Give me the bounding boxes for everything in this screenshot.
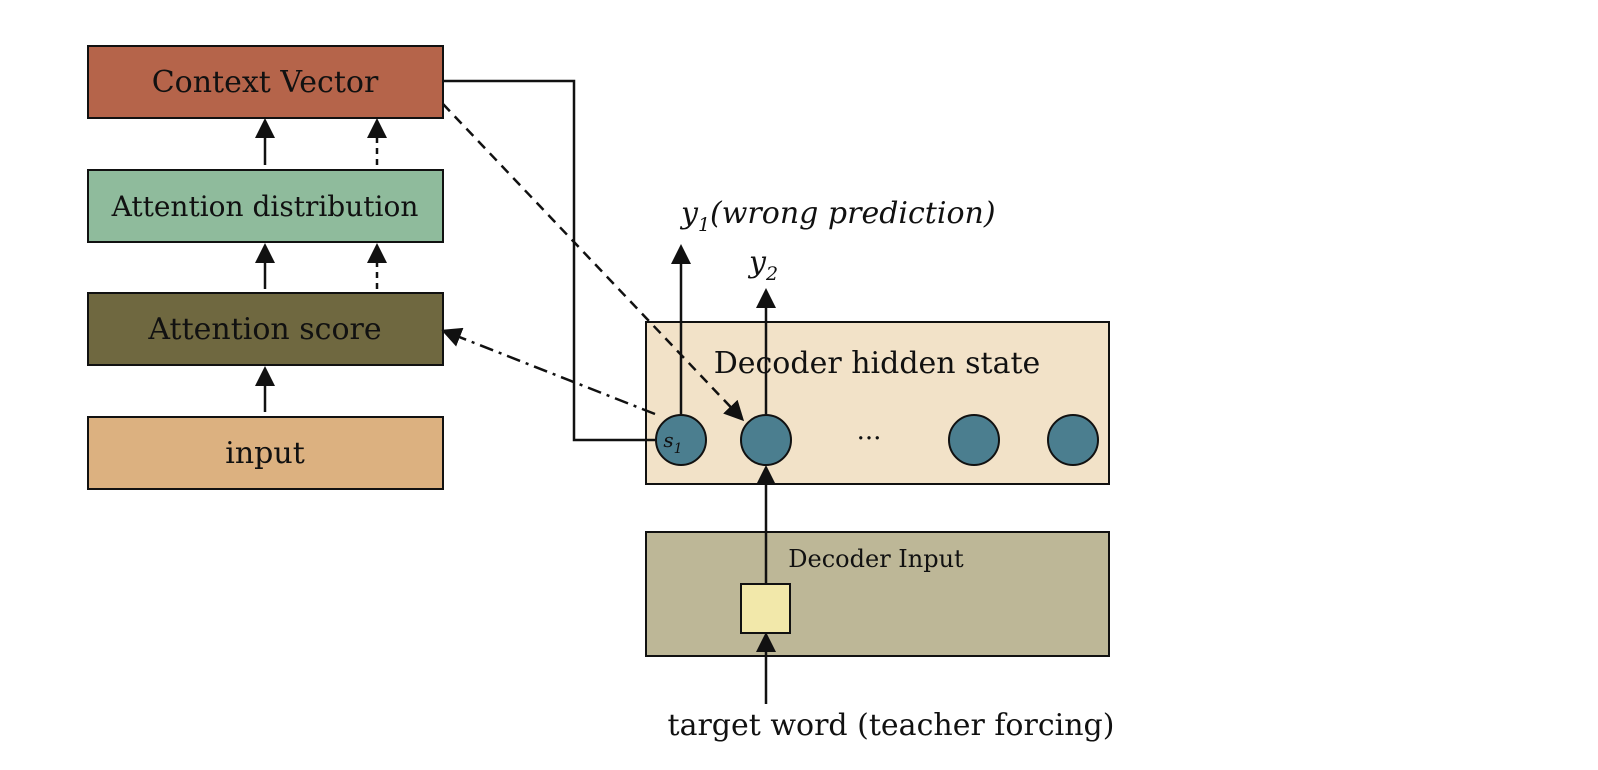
y1-base: y [679,196,699,231]
context-vector-box [87,45,444,119]
attention-score-label: Attention score [147,312,381,347]
decoder-input-label: Decoder Input [788,545,964,573]
context-to-s1-connector [443,79,655,442]
y2-base: y [747,245,767,280]
y2-label: y2 [747,245,778,285]
input-box [87,416,444,490]
decoder-node-s1-label: s1 [663,428,682,457]
y1-subscript: 1 [698,214,710,236]
target-word-label: target word (teacher forcing) [668,708,1115,743]
context-to-node2-dashed-arrow [442,103,745,422]
target-token-box [740,583,791,634]
attention-distribution-box [87,169,444,243]
decoder-node-ellipsis: ... [857,416,882,446]
decoder-node-s1 [655,414,707,466]
decoder-node-2 [740,414,792,466]
decoder-node-3 [948,414,1000,466]
attention-distribution-label: Attention distribution [111,190,419,223]
decoder-node-s1-subscript: 1 [674,441,683,457]
decoder-hidden-state-label: Decoder hidden state [714,346,1041,381]
attention-score-box [87,292,444,366]
y2-subscript: 2 [765,263,778,285]
decoder-node-s1-base: s [663,428,673,452]
decoder-input-box [645,531,1110,657]
input-label: input [225,436,305,471]
s1-to-attention-score-dashdot-arrow [441,327,656,416]
y1-prediction-label: y1(wrong prediction) [679,196,996,236]
decoder-node-4 [1047,414,1099,466]
context-vector-label: Context Vector [152,65,379,100]
y1-note: (wrong prediction) [710,196,995,231]
